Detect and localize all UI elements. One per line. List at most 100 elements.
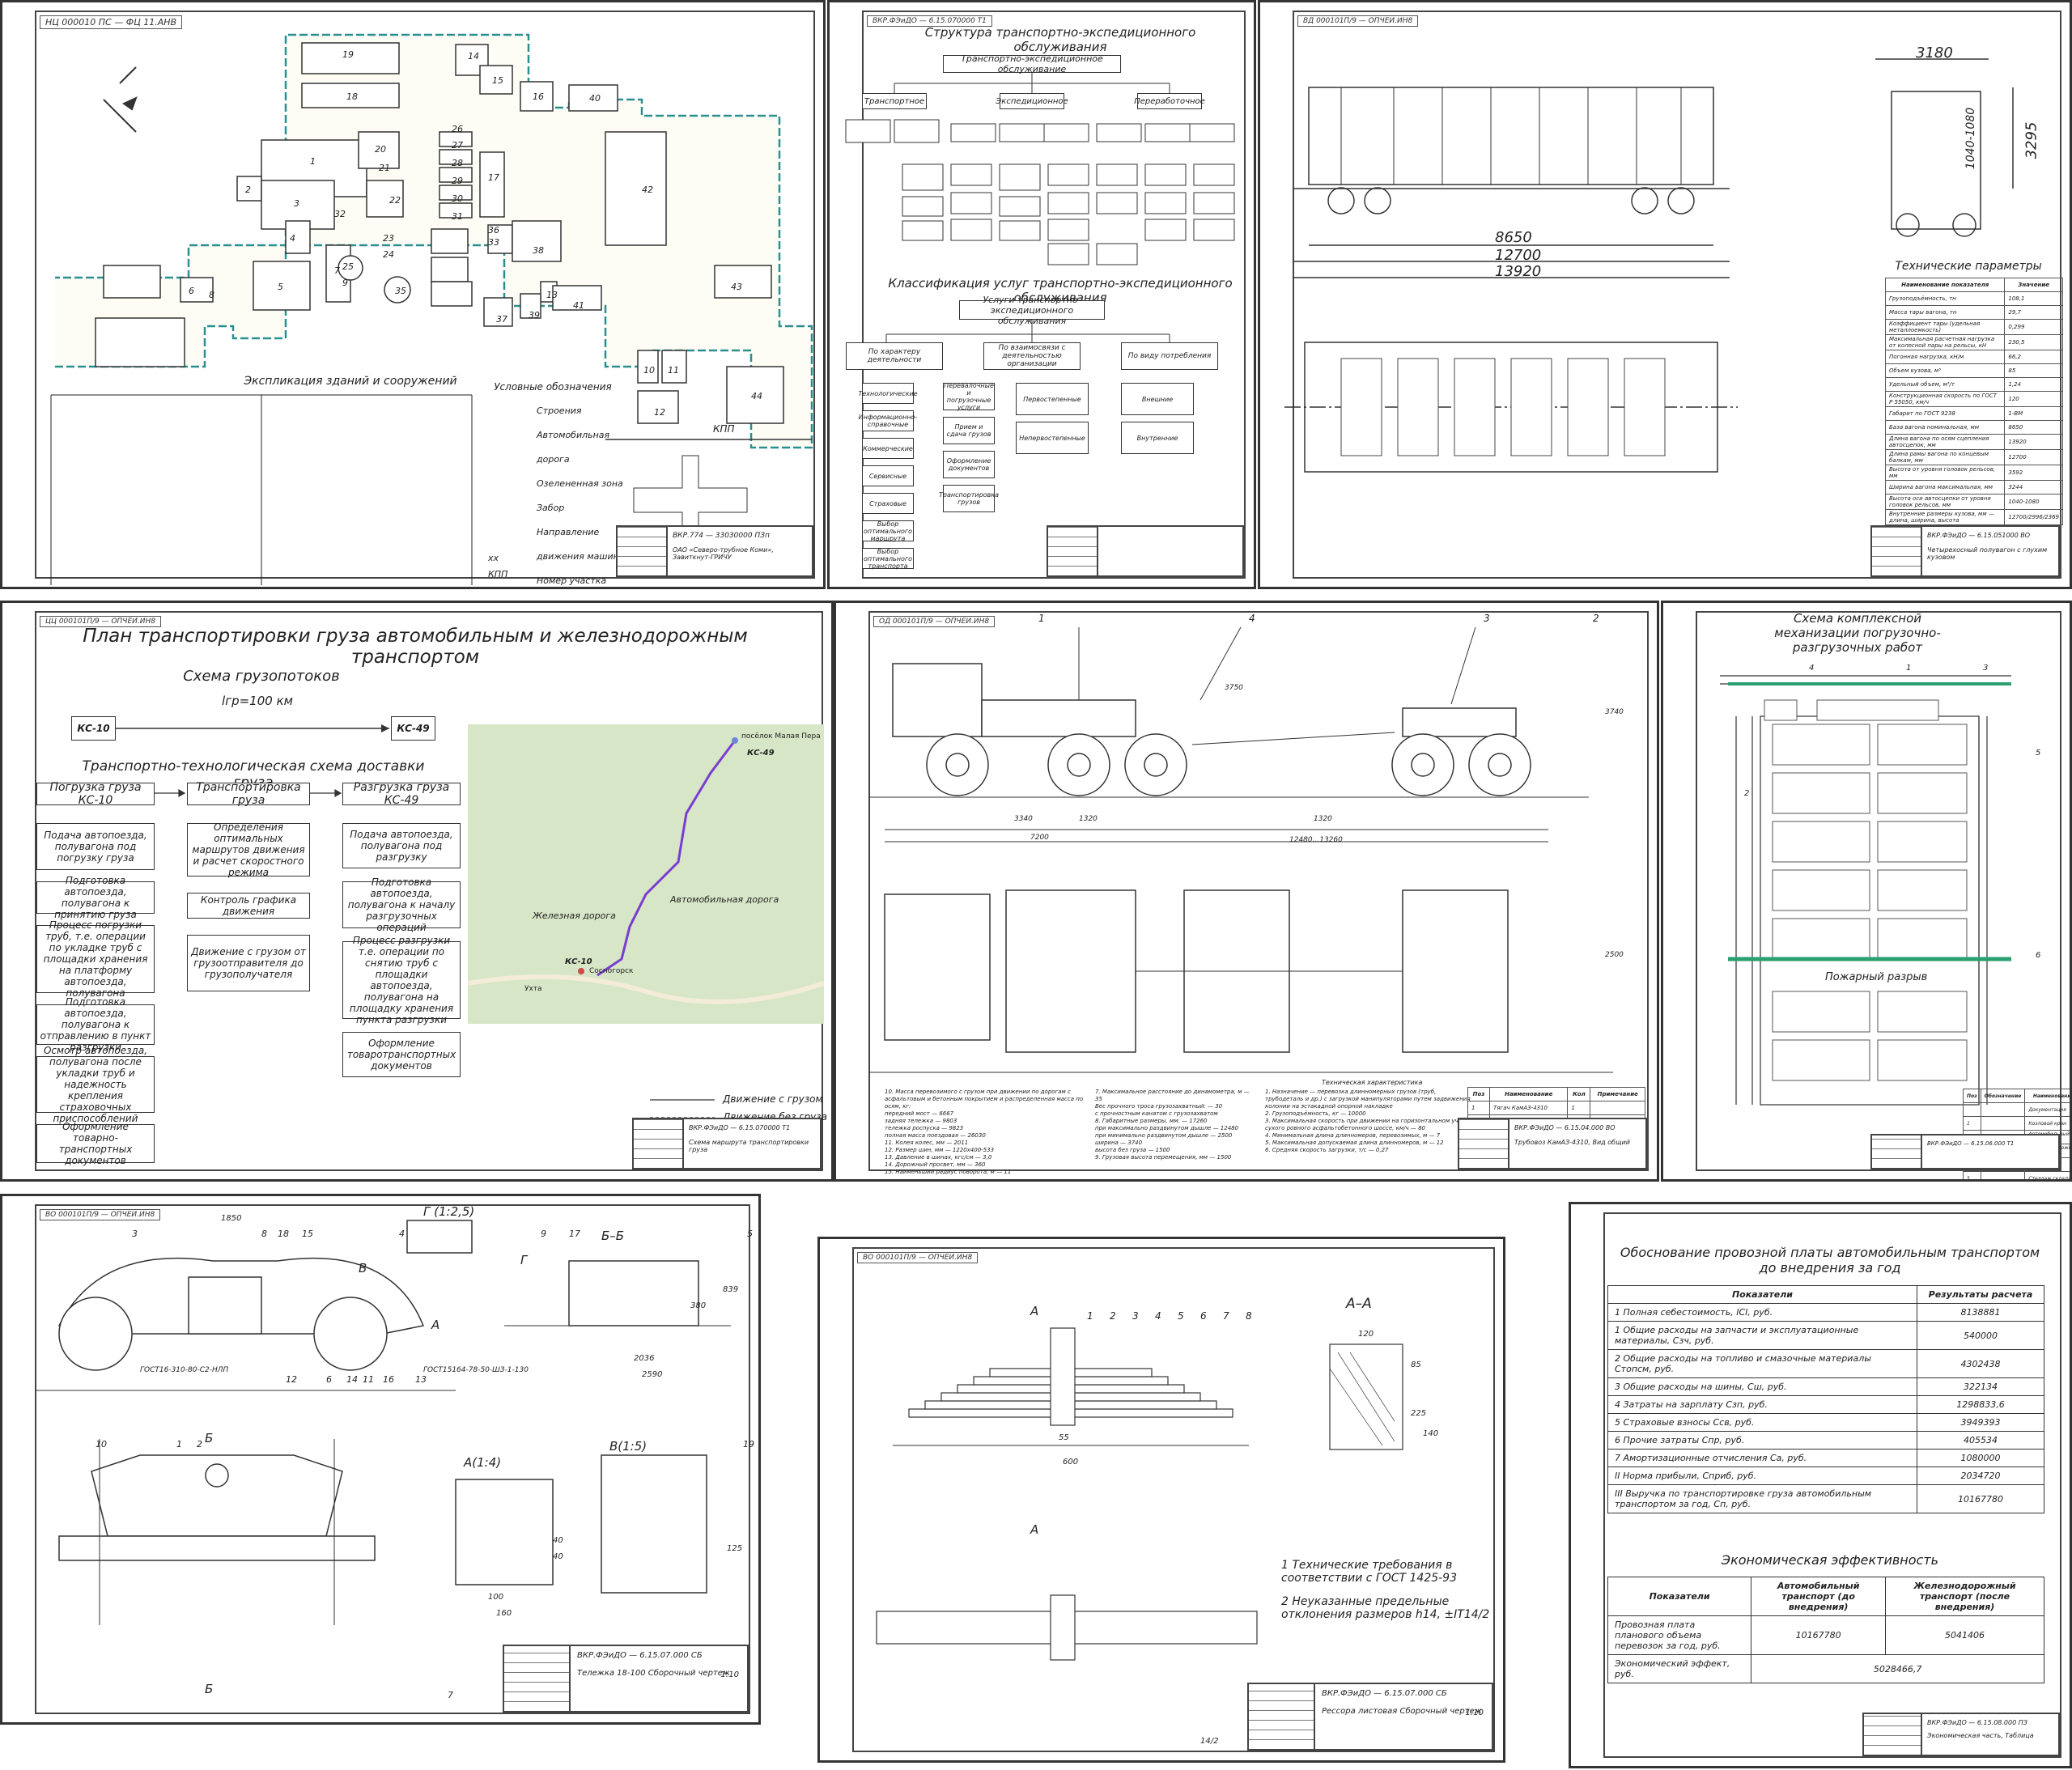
params-cell: 29,7 <box>2004 305 2063 320</box>
callout-number: 12 <box>286 1374 297 1385</box>
sheet-gondola-car: ВД 000101П/9 — ОПЧЕИ.ИН8 8650 12700 1392… <box>1258 0 2072 589</box>
dimension-label: 14/2 <box>1200 1737 1219 1746</box>
classification-item: Оформление документов <box>943 451 995 478</box>
efficiency-title: Экономическая эффективность <box>1721 1552 1939 1568</box>
note-line: с прочностным канатом с грузозахватом <box>1095 1110 1218 1117</box>
note-line: 2. Грузоподъёмность, кг — 10000 <box>1265 1110 1366 1117</box>
building-number: 24 <box>383 249 394 260</box>
dimension-label: 3740 <box>1605 708 1624 716</box>
process-step: Движение с грузом от грузоотправителя до… <box>187 935 310 991</box>
building-number: 5 <box>278 282 283 292</box>
callout-number: 8 <box>261 1229 267 1239</box>
calc-cell: II Норма прибыли, Сприб, руб. <box>1607 1467 1917 1485</box>
classification-item: Сервисные <box>862 465 914 486</box>
legend-loaded: Движение с грузом <box>723 1093 823 1105</box>
title-block: ВКР.ФЭиДО — 6.15.06.000 Т1 <box>1870 1134 2060 1169</box>
structure-title: Структура транспортно-экспедиционного об… <box>924 25 1196 54</box>
note-line: 1. Назначение — перевозка длинномерных г… <box>1265 1089 1471 1110</box>
doc-number: ЦЦ 000101П/9 — ОПЧЕИ.ИН8 <box>40 616 161 627</box>
map-label-road: Автомобильная дорога <box>670 894 779 905</box>
spec-cell <box>1963 1102 1981 1117</box>
calc-cell: 6 Прочие затраты Спр, руб. <box>1607 1431 1917 1450</box>
params-cell: 108,1 <box>2004 291 2063 306</box>
callout-number: 1 <box>1087 1310 1093 1322</box>
callout-number: 10 <box>96 1439 107 1450</box>
process-step: Подготовка автопоезда, полувагона к нача… <box>342 877 461 933</box>
mechanization-drawing <box>1720 675 2011 1106</box>
sheet-economics: Обоснование провозной платы автомобильны… <box>1569 1202 2072 1768</box>
building-number: 8 <box>209 290 214 300</box>
building-number: 27 <box>452 140 463 151</box>
spec-header: Обозначение <box>1980 1089 2026 1103</box>
building-number: 10 <box>643 365 655 376</box>
process-step: Подготовка автопоезда, полувагона к отпр… <box>36 996 155 1053</box>
calc-row: 2 Общие расходы на топливо и смазочные м… <box>1607 1349 2044 1378</box>
symbol-label: Автомобильная дорога <box>537 430 610 465</box>
note-line: 9. Грузовая высота перемещения, мм — 150… <box>1095 1154 1232 1161</box>
callout-number: 6 <box>1200 1310 1207 1322</box>
title-block: ВКР.ФЭиДО — 6.15.07.000 СБ Рессора листо… <box>1247 1683 1493 1751</box>
note-line: при минимально раздвинутом дышле — 2500 <box>1095 1132 1233 1139</box>
callout-number: 16 <box>383 1374 394 1385</box>
title-block-name: Четырехосный полувагон с глухим кузовом <box>1927 546 2048 561</box>
building-number: 20 <box>375 144 386 155</box>
note-line: 12. Размер шин, мм — 1220х400-533 <box>885 1147 995 1153</box>
gost-spring: ГОСТ15164-78-50-ШЗ-1-130 <box>423 1366 529 1374</box>
structure-connectors <box>845 73 1235 342</box>
route-map: посёлок Малая Пера КС-49 Железная дорога… <box>468 724 824 1024</box>
process-step: Процесс разгрузки т.е. операции по сняти… <box>342 935 461 1025</box>
callout-number: 2 <box>1593 613 1599 624</box>
title-block-code: ВКР.ФЭиДО — 6.15.08.000 ПЗ <box>1927 1719 2027 1726</box>
frame <box>852 1247 1495 1752</box>
spec-cell: Козловой кран <box>2024 1116 2070 1131</box>
view-label: Б–Б <box>601 1229 625 1243</box>
callout-number: 17 <box>569 1229 580 1239</box>
note-line: 10. Масса перевозимого с грузом при движ… <box>885 1089 1084 1110</box>
params-cell: Коэффициент тары (удельная металлоемкост… <box>1884 319 2006 335</box>
calc-cell: 7 Амортизационные отчисления Са, руб. <box>1607 1449 1917 1467</box>
calc-row: 1 Полная себестоимость, ІСІ, руб.8138881 <box>1607 1303 2044 1322</box>
title-block: ВКР.ФЭиДО — 6.15.07.000 СБ Тележка 18-10… <box>503 1645 749 1713</box>
spec-cell: 5 <box>1963 1171 1981 1179</box>
calc-cell: 1298833,6 <box>1917 1395 2044 1414</box>
notes-left: 10. Масса перевозимого с грузом при движ… <box>885 1089 1087 1176</box>
symbol-mark-kpp: КПП <box>488 569 508 579</box>
sheet-mechanization: Схема комплексной механизации погрузочно… <box>1661 601 2072 1182</box>
calc-row: III Выручка по транспортировке груза авт… <box>1607 1484 2044 1513</box>
building-number: 44 <box>751 391 762 401</box>
classification-item: Непервостепенные <box>1016 422 1089 454</box>
doc-number: ОД 000101П/9 — ОПЧЕИ.ИН8 <box>873 616 996 627</box>
params-cell: Объем кузова, м³ <box>1884 363 2006 378</box>
building-number: 30 <box>452 193 463 204</box>
title-block-code: ВКР.ФЭиДО — 6.15.070000 Т1 <box>689 1124 791 1131</box>
calc-cell: 2034720 <box>1917 1467 2044 1485</box>
spec-row: Документация <box>1963 1102 2070 1117</box>
title-block-code: ВКР.774 — 33030000 ПЗп <box>673 532 770 540</box>
building-number: 14 <box>468 51 479 62</box>
params-cell: Погонная нагрузка, кН/м <box>1884 350 2006 364</box>
doc-number: НЦ 000010 ПС — ФЦ 11.АНВ <box>40 15 183 29</box>
process-step: Оформление товарно-транспортных документ… <box>36 1121 155 1166</box>
dimension-label: 7200 <box>1030 834 1049 842</box>
structure-level1-box: Переработочное <box>1134 93 1205 109</box>
route-map-lines <box>468 737 824 1004</box>
flow-title: Схема грузопотоков <box>183 668 340 685</box>
callout-number: 6 <box>326 1374 332 1385</box>
efficiency-total-label: Экономический эффект, руб. <box>1607 1654 1752 1683</box>
view-label: А <box>431 1318 440 1332</box>
calc-cell: 1 Общие расходы на запчасти и эксплуатац… <box>1607 1321 1917 1350</box>
callout-number: 3 <box>1484 613 1490 624</box>
view-label: В(1:5) <box>609 1439 648 1454</box>
callout-number: 4 <box>399 1229 405 1239</box>
callout-number: 1 <box>1906 664 1912 673</box>
gost-wedge: ГОСТ16-310-80-С2-НЛП <box>140 1366 229 1374</box>
building-number: 29 <box>452 176 463 186</box>
title-block-code: ВКР.ФЭиДО — 6.15.04.000 ВО <box>1514 1124 1616 1131</box>
callout-number: 5 <box>1178 1310 1184 1322</box>
structure-level1-box: Транспортное <box>862 93 927 109</box>
title-block-name: ОАО «Северо-трубное Коми», Завиткнут-ГРИ… <box>673 546 774 561</box>
